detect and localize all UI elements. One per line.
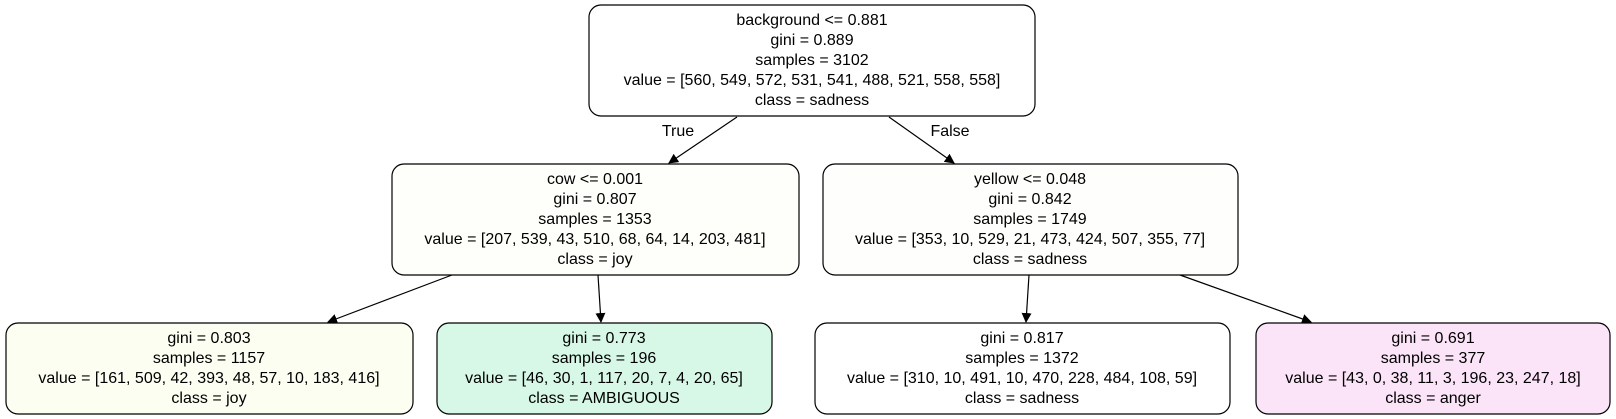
node-leaf-sadness-box: [814, 322, 1231, 415]
node-leaf-sadness-gini: gini = 0.817: [980, 330, 1063, 347]
node-cow-box: [391, 163, 800, 276]
edge-yellow-leaf-anger: [1179, 274, 1312, 324]
node-leaf-joy: gini = 0.803 samples = 1157 value = [161…: [5, 322, 414, 415]
node-cow-class: class = joy: [557, 251, 632, 268]
node-cow-split: cow <= 0.001: [547, 171, 643, 188]
node-yellow-class: class = sadness: [973, 251, 1087, 268]
node-leaf-ambiguous-samples: samples = 196: [552, 350, 657, 367]
node-root-box: [588, 4, 1036, 117]
node-root-value: value = [560, 549, 572, 531, 541, 488, 5…: [624, 72, 1001, 89]
node-root: background <= 0.881 gini = 0.889 samples…: [588, 4, 1036, 117]
edge-root-cow: [668, 116, 738, 164]
node-leaf-joy-samples: samples = 1157: [153, 350, 265, 367]
node-leaf-anger-value: value = [43, 0, 38, 11, 3, 196, 23, 247,…: [1285, 370, 1580, 387]
node-leaf-sadness: gini = 0.817 samples = 1372 value = [310…: [814, 322, 1231, 415]
node-yellow-samples: samples = 1749: [973, 211, 1087, 228]
node-leaf-ambiguous: gini = 0.773 samples = 196 value = [46, …: [436, 322, 773, 415]
node-leaf-anger-samples: samples = 377: [1381, 350, 1486, 367]
node-leaf-sadness-value: value = [310, 10, 491, 10, 470, 228, 484…: [847, 370, 1197, 387]
node-yellow-gini: gini = 0.842: [988, 191, 1071, 208]
node-leaf-joy-class: class = joy: [171, 390, 246, 407]
node-yellow: yellow <= 0.048 gini = 0.842 samples = 1…: [822, 163, 1239, 276]
edge-cow-leaf-joy: [327, 274, 453, 324]
node-leaf-anger-box: [1255, 322, 1611, 415]
node-yellow-box: [822, 163, 1239, 276]
node-leaf-anger: gini = 0.691 samples = 377 value = [43, …: [1255, 322, 1611, 415]
edge-root-yellow: [888, 116, 955, 164]
node-leaf-ambiguous-gini: gini = 0.773: [562, 330, 645, 347]
node-root-gini: gini = 0.889: [770, 32, 853, 49]
node-leaf-joy-box: [5, 322, 414, 415]
edge-label-true: True: [662, 123, 694, 140]
node-yellow-value: value = [353, 10, 529, 21, 473, 424, 507…: [855, 231, 1205, 248]
node-leaf-sadness-class: class = sadness: [965, 390, 1079, 407]
edge-cow-leaf-ambiguous: [595, 274, 606, 323]
node-root-samples: samples = 3102: [755, 52, 869, 69]
node-cow-gini: gini = 0.807: [553, 191, 636, 208]
node-cow-samples: samples = 1353: [538, 211, 652, 228]
edge-yellow-leaf-sadness: [1021, 274, 1032, 323]
node-leaf-joy-gini: gini = 0.803: [167, 330, 250, 347]
node-root-class: class = sadness: [755, 92, 869, 109]
edge-label-false: False: [930, 123, 969, 140]
node-leaf-anger-class: class = anger: [1385, 390, 1481, 407]
node-leaf-ambiguous-class: class = AMBIGUOUS: [528, 390, 680, 407]
node-leaf-ambiguous-box: [436, 322, 773, 415]
node-leaf-joy-value: value = [161, 509, 42, 393, 48, 57, 10, …: [38, 370, 379, 387]
node-cow-value: value = [207, 539, 43, 510, 68, 64, 14, …: [424, 231, 765, 248]
node-cow: cow <= 0.001 gini = 0.807 samples = 1353…: [391, 163, 800, 276]
node-yellow-split: yellow <= 0.048: [974, 171, 1086, 188]
node-root-split: background <= 0.881: [736, 12, 887, 29]
node-leaf-sadness-samples: samples = 1372: [965, 350, 1079, 367]
node-leaf-ambiguous-value: value = [46, 30, 1, 117, 20, 7, 4, 20, 6…: [465, 370, 743, 387]
node-leaf-anger-gini: gini = 0.691: [1391, 330, 1474, 347]
edges: True False: [327, 116, 1312, 324]
